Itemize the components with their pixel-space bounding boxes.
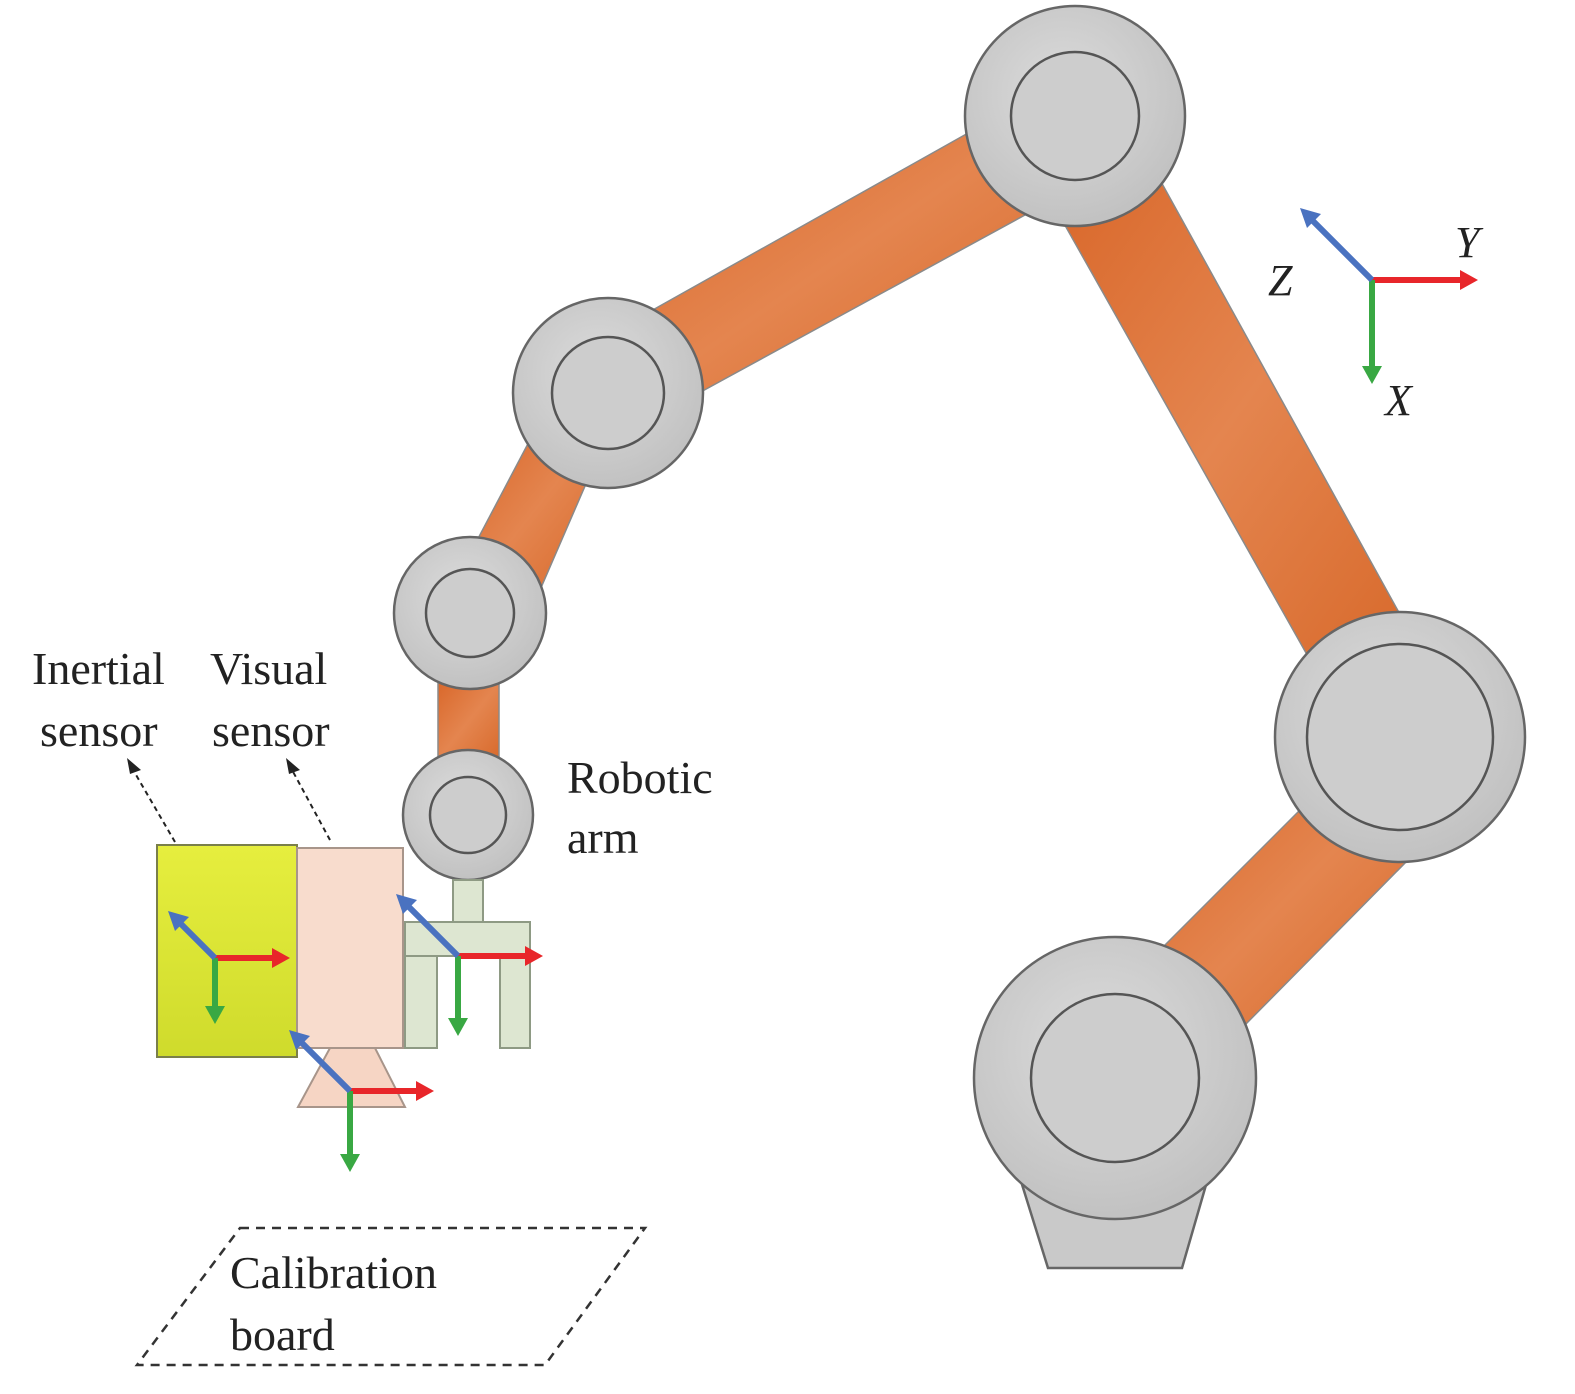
frame-gripper — [396, 894, 543, 1036]
frame-visual-sensor — [289, 1030, 434, 1172]
robot-joints — [392, 4, 1527, 1221]
axis-label-z: Z — [1268, 256, 1293, 305]
link-wrist2-wrist3 — [437, 682, 500, 761]
visual-leader-arrowhead — [286, 758, 300, 774]
elbow-joint — [963, 4, 1187, 228]
label-inertial-sensor-line1: Inertial — [32, 643, 165, 694]
robot-links — [437, 131, 1410, 1032]
gripper — [404, 879, 531, 1049]
inertial-sensor-leader — [131, 767, 176, 843]
label-calibration-board-line1: Calibration — [230, 1247, 437, 1298]
label-robotic-arm-line1: Robotic — [567, 752, 713, 803]
visual-sensor-leader — [290, 767, 331, 841]
leader-arrows — [131, 767, 331, 843]
link-elbow-wrist1 — [640, 131, 1027, 395]
label-visual-sensor-line1: Visual — [210, 643, 327, 694]
axis-label-x: X — [1383, 376, 1414, 425]
link-shoulder-elbow — [1060, 179, 1404, 661]
label-calibration-board-line2: board — [230, 1309, 335, 1360]
shoulder-joint — [1273, 610, 1527, 864]
wrist-joint-1 — [511, 296, 705, 490]
gripper-neck — [452, 879, 484, 923]
gripper-finger-right — [499, 955, 531, 1049]
gripper-bar — [404, 921, 531, 957]
inertial-leader-arrowhead — [127, 758, 141, 774]
base-joint — [972, 935, 1258, 1221]
axis-label-y: Y — [1455, 218, 1484, 267]
wrist-joint-2 — [392, 535, 548, 691]
wrist-joint-3 — [401, 748, 535, 882]
gripper-finger-left — [404, 955, 438, 1049]
frame-world — [1300, 208, 1478, 384]
label-visual-sensor-line2: sensor — [212, 705, 330, 756]
frame-inertial-sensor — [168, 911, 290, 1024]
label-robotic-arm-line2: arm — [567, 812, 639, 863]
visual-sensor-box — [296, 847, 404, 1049]
label-inertial-sensor-line2: sensor — [40, 705, 158, 756]
